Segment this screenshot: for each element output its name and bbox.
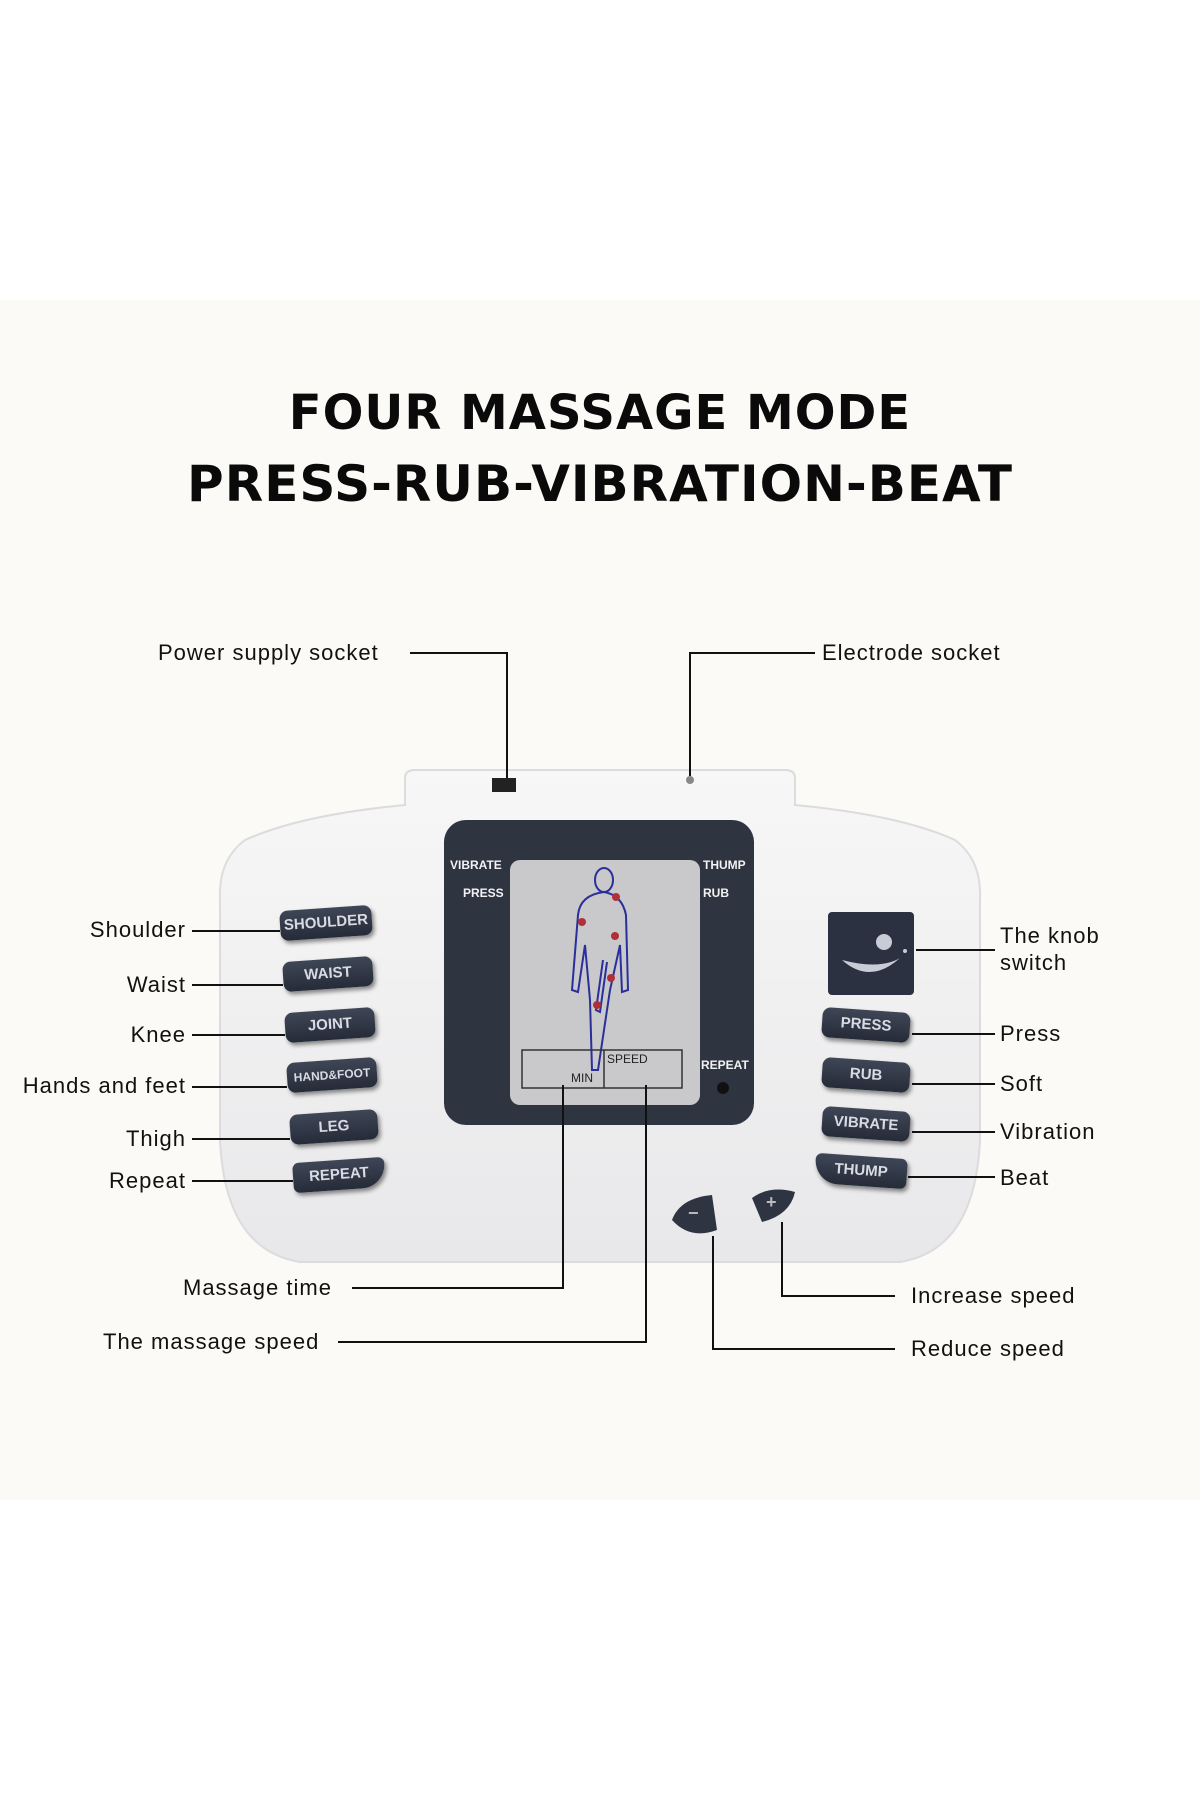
- knob-icon: [842, 958, 900, 973]
- electrode-socket: [686, 776, 694, 784]
- callout-repeat: Repeat: [109, 1168, 186, 1193]
- body-figure-icon: [570, 867, 630, 1071]
- minus-button-shape: [672, 1195, 717, 1234]
- plus-button[interactable]: +: [766, 1192, 777, 1212]
- power-socket: [492, 778, 516, 792]
- callout-soft: Soft: [1000, 1071, 1044, 1096]
- callout-waist: Waist: [126, 972, 186, 997]
- callout-knee: Knee: [130, 1022, 186, 1047]
- time-speed-box: [521, 1049, 683, 1089]
- screen-label-rub: RUB: [703, 886, 729, 900]
- acupoint-dots: [578, 893, 620, 1009]
- callout-knob-switch-line1: The knob: [1000, 923, 1100, 948]
- callout-hands-and-feet: Hands and feet: [22, 1073, 186, 1098]
- callout-press: Press: [1000, 1021, 1062, 1046]
- callout-vibration: Vibration: [1000, 1119, 1096, 1144]
- callout-increase-speed: Increase speed: [911, 1283, 1076, 1308]
- callout-power-supply-socket: Power supply socket: [158, 640, 379, 665]
- callout-reduce-speed: Reduce speed: [911, 1336, 1065, 1361]
- screen-label-repeat: REPEAT: [701, 1058, 749, 1072]
- title-line-2: PRESS-RUB-VIBRATION-BEAT: [187, 455, 1013, 513]
- screen-label-thump: THUMP: [703, 858, 746, 872]
- screen-label-press: PRESS: [463, 886, 504, 900]
- minus-button[interactable]: −: [688, 1203, 699, 1223]
- plus-button-shape: [752, 1189, 795, 1222]
- callout-shoulder: Shoulder: [89, 917, 186, 942]
- repeat-indicator: [717, 1082, 729, 1094]
- callout-knob-switch-line2: switch: [1000, 950, 1068, 975]
- knob-switch: [828, 912, 914, 995]
- screen-label-min: MIN: [571, 1071, 593, 1085]
- screen-label-vibrate: VIBRATE: [450, 858, 502, 872]
- callout-thigh: Thigh: [125, 1126, 186, 1151]
- callout-massage-time: Massage time: [183, 1275, 332, 1300]
- callout-electrode-socket: Electrode socket: [822, 640, 1001, 665]
- callout-beat: Beat: [1000, 1165, 1050, 1190]
- screen-label-speed: SPEED: [607, 1052, 648, 1066]
- title-line-1: FOUR MASSAGE MODE: [288, 385, 912, 441]
- callout-massage-speed: The massage speed: [103, 1329, 320, 1354]
